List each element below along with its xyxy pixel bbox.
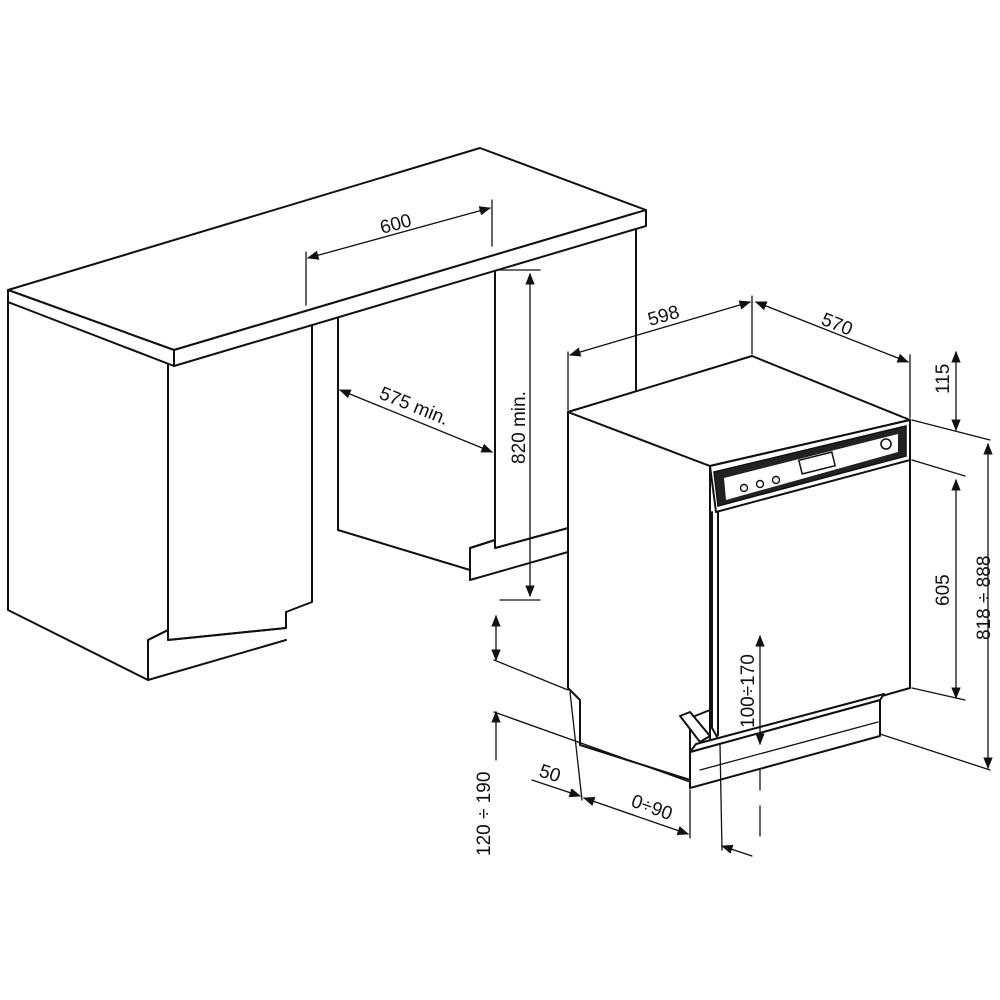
dim-line-0-90 [582, 797, 690, 835]
label-appliance-width: 598 [646, 302, 682, 331]
button-icon-2 [755, 479, 765, 489]
dim-line-50 [531, 779, 582, 798]
kitchen-cabinet [7, 147, 647, 681]
power-knob-icon [880, 438, 892, 450]
label-door-height: 605 [933, 574, 954, 606]
label-plinth-height: 120 ÷ 190 [474, 772, 495, 856]
label-cabinet-height: 820 min. [509, 391, 530, 464]
dim-line-598 [568, 300, 752, 357]
display-window [797, 451, 837, 475]
dim-line-570 [754, 301, 910, 363]
dim-line-575 [338, 389, 494, 453]
left-cabinet-side [7, 301, 169, 681]
label-panel-height: 115 [933, 364, 954, 394]
dim-line-600 [306, 206, 492, 260]
button-icon-3 [771, 475, 781, 485]
label-plinth-setback: 0÷90 [628, 791, 675, 825]
label-plinth-gap: 100÷170 [738, 654, 759, 728]
left-cabinet-plinth [147, 611, 287, 641]
worktop-side [7, 289, 175, 367]
dimension-lines [305, 199, 993, 857]
label-appliance-depth: 570 [818, 309, 855, 340]
adjustable-foot [679, 711, 711, 743]
plinth-top [689, 693, 885, 753]
niche-back-wall [337, 267, 496, 571]
left-cabinet-front [167, 315, 313, 641]
button-icon-1 [739, 483, 749, 493]
label-total-height: 818 ÷ 888 [974, 556, 995, 640]
